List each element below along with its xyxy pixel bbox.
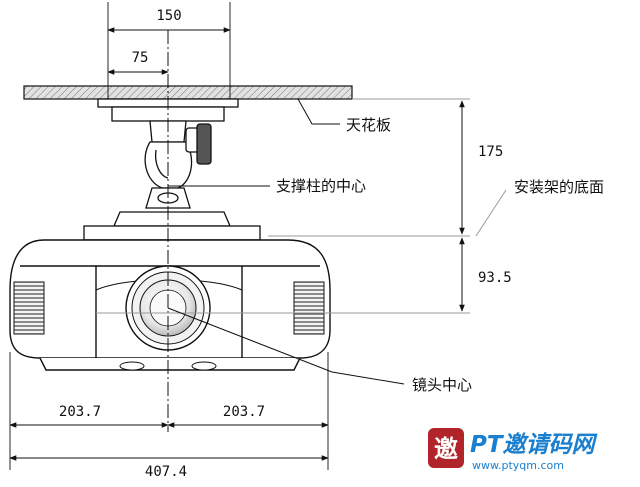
watermark-url: www.ptyqm.com xyxy=(472,459,564,472)
label-right-203-7: 203.7 xyxy=(223,404,265,420)
label-150: 150 xyxy=(156,8,181,24)
dimension-base-to-lens: 93.5 xyxy=(459,237,512,312)
mount-base-label: 安装架的底面 xyxy=(514,178,604,196)
center-guides xyxy=(9,2,470,470)
callout-support-column-center: 支撑柱的中心 xyxy=(168,177,366,195)
support-column-center-label: 支撑柱的中心 xyxy=(276,177,366,195)
callout-mount-base: 安装架的底面 xyxy=(475,178,604,237)
label-175: 175 xyxy=(478,144,503,160)
dimension-mount-width: 150 xyxy=(107,8,231,33)
lens-center-label: 镜头中心 xyxy=(412,376,472,394)
dimension-right-half: 203.7 xyxy=(167,404,329,428)
right-vent xyxy=(293,281,325,335)
watermark-seal-char: 邀 xyxy=(434,434,458,463)
support-column xyxy=(144,123,212,209)
label-left-203-7: 203.7 xyxy=(59,404,101,420)
watermark: 邀 PT邀请码网 www.ptyqm.com xyxy=(428,428,599,472)
projector-feet xyxy=(119,361,217,371)
label-75: 75 xyxy=(132,50,149,66)
dimension-ceiling-to-base: 175 xyxy=(459,100,503,235)
label-407-4: 407.4 xyxy=(145,464,187,480)
watermark-brand: PT邀请码网 xyxy=(470,432,599,458)
watermark-seal xyxy=(428,428,464,468)
dimension-left-half: 203.7 xyxy=(9,404,169,428)
label-93-5: 93.5 xyxy=(478,270,512,286)
callout-ceiling: 天花板 xyxy=(297,98,391,134)
dimension-total-width: 407.4 xyxy=(9,455,329,480)
left-vent xyxy=(13,281,45,335)
dimension-mount-half-width: 75 xyxy=(107,50,169,75)
ceiling-label: 天花板 xyxy=(346,116,391,134)
ceiling-plate xyxy=(23,85,353,100)
callout-lens-center: 镜头中心 xyxy=(167,307,472,394)
